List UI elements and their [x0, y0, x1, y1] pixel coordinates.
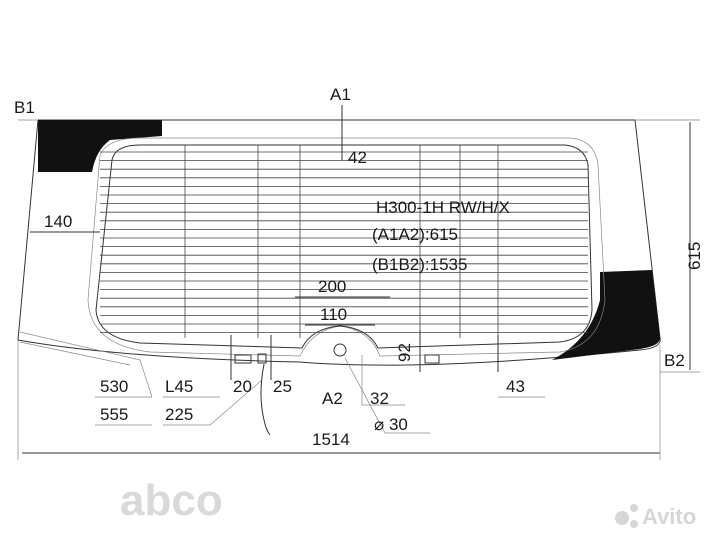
dim-diameter: ⌀ 30 [374, 415, 408, 434]
dim-92: 92 [395, 343, 414, 362]
black-band-bottom-right [552, 270, 660, 360]
dim-l45: L45 [165, 377, 193, 396]
dim-20: 20 [233, 377, 252, 396]
dim-42: 42 [348, 148, 367, 167]
dim-530: 530 [100, 377, 128, 396]
wire [260, 363, 271, 436]
part-code: H300-1H RW/H/X [376, 198, 510, 217]
black-band-top-left [38, 120, 162, 172]
abco-watermark: abco [120, 476, 223, 525]
connector-left [234, 354, 252, 364]
dim-43: 43 [506, 377, 525, 396]
dim-615: 615 [685, 242, 704, 270]
dimension-lines [17, 105, 700, 460]
dim-200: 200 [318, 277, 346, 296]
label-a1: A1 [330, 85, 351, 104]
connector-right [424, 354, 440, 364]
dim-110: 110 [320, 305, 347, 324]
dim-32: 32 [370, 389, 389, 408]
label-b1: B1 [14, 98, 35, 117]
inner-border [87, 137, 606, 357]
dim-25: 25 [273, 377, 292, 396]
a1a2-value: (A1A2):615 [372, 225, 458, 244]
glass-outline [17, 119, 661, 366]
heating-area [95, 144, 593, 349]
connector-mid [257, 353, 267, 364]
dim-225: 225 [165, 405, 193, 424]
label-a2: A2 [322, 389, 343, 408]
dim-555: 555 [100, 405, 128, 424]
mirror-hole [333, 343, 347, 357]
avito-logo: Avito [615, 504, 696, 529]
b1b2-value: (B1B2):1535 [372, 255, 467, 274]
label-b2: B2 [664, 351, 685, 370]
dim-1514: 1514 [312, 430, 350, 449]
dim-140: 140 [44, 212, 72, 231]
heating-grid [100, 145, 588, 338]
svg-text:Avito: Avito [642, 504, 696, 529]
